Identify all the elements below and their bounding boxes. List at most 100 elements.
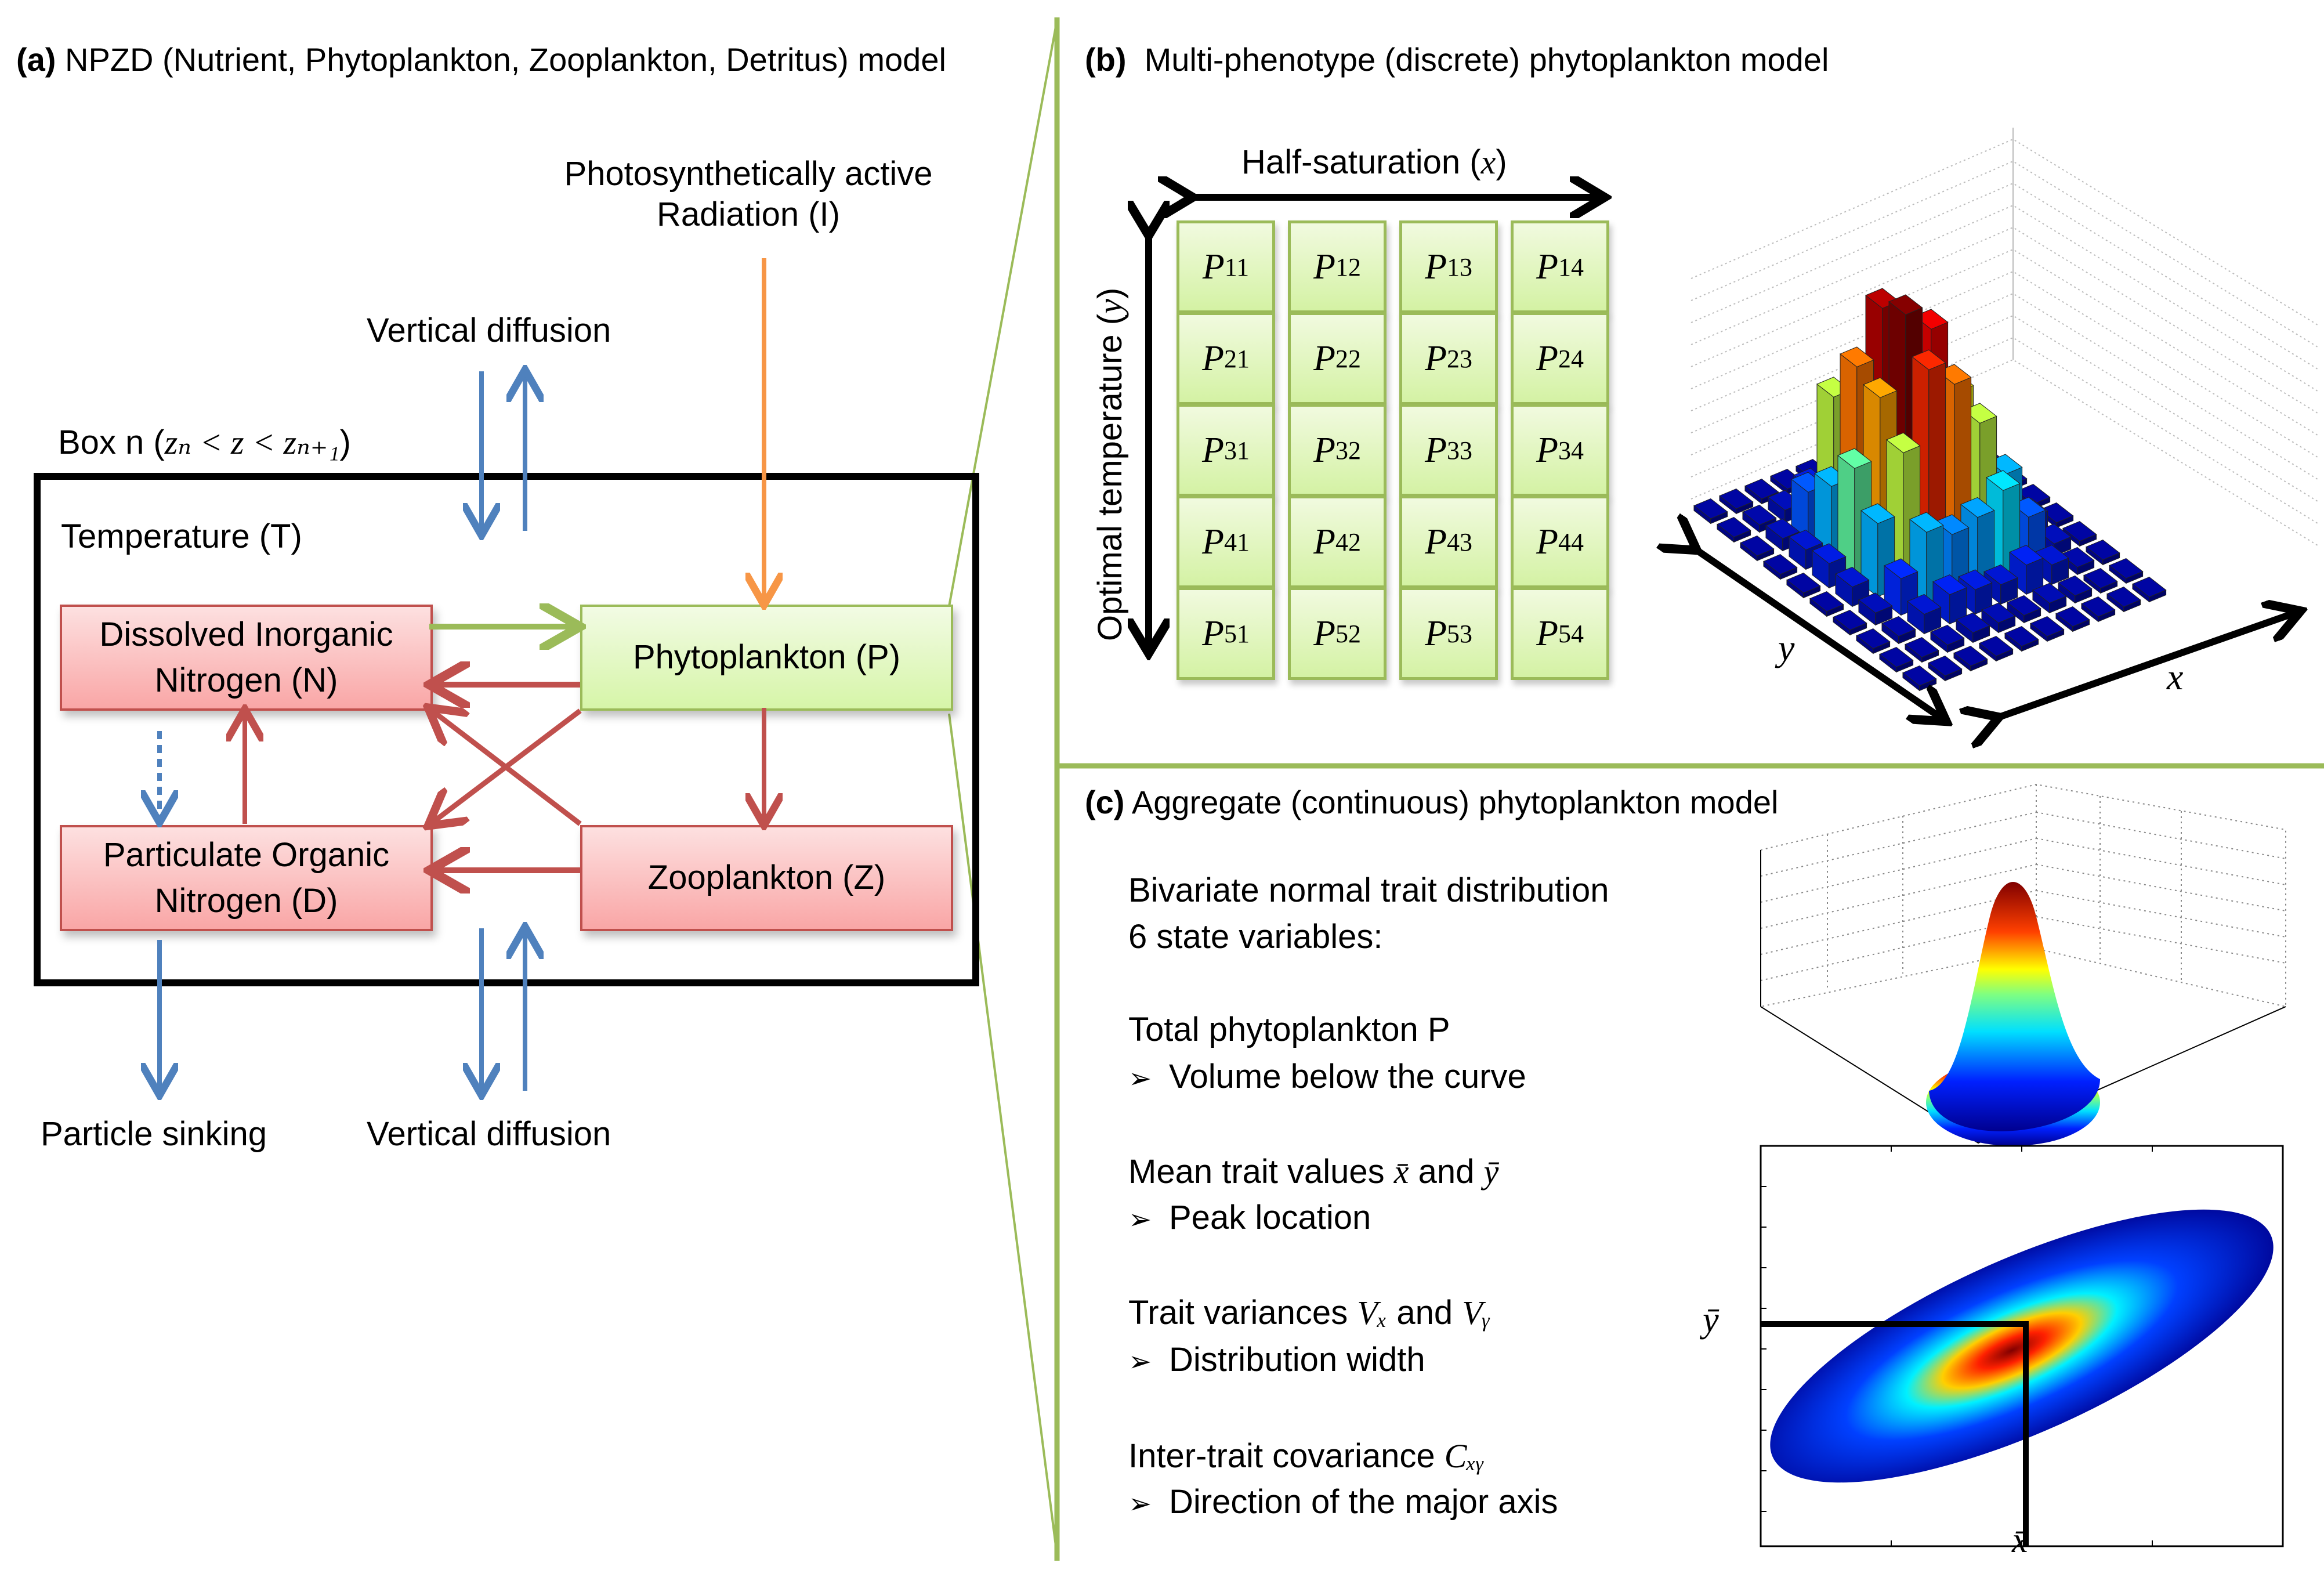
node-zooplankton-label: Zooplankton (Z) (647, 859, 886, 897)
item-mean-math1: x̄ (1393, 1153, 1409, 1191)
panel-c-label: (c) (1085, 784, 1125, 820)
cell-symbol: P (1202, 247, 1225, 287)
node-detritus-line1: Particulate Organic (103, 836, 390, 874)
item-mean-bullet: ➢Peak location (1128, 1198, 1371, 1237)
bar3d-bar (2083, 568, 2118, 594)
item-covariance-bullet: ➢Direction of the major axis (1128, 1482, 1558, 1521)
cell-symbol: P (1425, 522, 1447, 562)
node-zooplankton[interactable]: Zooplankton (Z) (580, 825, 953, 931)
item-total-heading: Total phytoplankton P (1128, 1011, 1450, 1048)
item-covariance-bullet-text: Direction of the major axis (1169, 1483, 1558, 1521)
cell-index: 33 (1446, 436, 1472, 465)
item-covariance-prefix: Inter-trait covariance (1128, 1437, 1445, 1475)
xbar-label: x̄ (2012, 1521, 2028, 1560)
item-variance-bullet-text: Distribution width (1169, 1341, 1425, 1379)
item-total-bullet: ➢Volume below the curve (1128, 1057, 1526, 1096)
bullet-arrow-icon: ➢ (1128, 1347, 1152, 1377)
cell-symbol: P (1313, 338, 1335, 378)
cell-index: 41 (1223, 527, 1250, 556)
cell-symbol: P (1202, 522, 1224, 562)
heatmap-ellipse (1770, 1209, 2274, 1483)
zoom-line-top (948, 20, 1058, 607)
item-mean-mid: and (1409, 1153, 1484, 1191)
cell-symbol: P (1202, 338, 1224, 378)
cell-symbol: P (1202, 430, 1224, 470)
cell-index: 34 (1558, 436, 1584, 465)
cell-index: 12 (1335, 252, 1361, 281)
cell-symbol: P (1536, 613, 1558, 653)
panel-a-label: (a) (16, 41, 56, 78)
cell-index: 11 (1224, 252, 1250, 281)
cell-symbol: P (1313, 522, 1335, 562)
box-label-prefix: Box n ( (58, 424, 165, 461)
item-covariance-heading: Inter-trait covariance Cₓᵧ (1128, 1436, 1484, 1477)
panel-b-title: (b) Multi-phenotype (discrete) phytoplan… (1085, 41, 1829, 78)
cell-index: 24 (1558, 344, 1584, 373)
cell-index: 32 (1335, 436, 1361, 465)
zoom-line-bottom (948, 713, 1058, 1555)
cell-symbol: P (1425, 338, 1447, 378)
item-mean-heading: Mean trait values x̄ and ȳ (1128, 1152, 1498, 1192)
half-saturation-label: Half-saturation (x) (1241, 143, 1507, 181)
box-label-suffix: ) (339, 424, 351, 461)
panel-c-title: (c) Aggregate (continuous) phytoplankton… (1085, 783, 1778, 821)
box-n-frame (34, 473, 979, 986)
cell-index: 21 (1223, 344, 1250, 373)
node-phytoplankton[interactable]: Phytoplankton (P) (580, 605, 953, 711)
item-variance-math1: Vₓ (1357, 1294, 1388, 1332)
bar3d-x-label: x (2167, 656, 2184, 697)
intro-line1: Bivariate normal trait distribution (1128, 871, 1609, 909)
ybar-label: ȳ (1703, 1300, 1719, 1340)
surface-peak (1929, 882, 2100, 1131)
box-label-math: zₙ < z < zₙ₊₁ (164, 424, 340, 461)
cell-index: 51 (1223, 619, 1250, 648)
bullet-arrow-icon: ➢ (1128, 1063, 1152, 1094)
bar3d-gridlines (1690, 128, 2318, 546)
cell-index: 43 (1446, 527, 1472, 556)
item-variance-bullet: ➢ Distribution width (1128, 1340, 1425, 1379)
cell-index: 42 (1335, 527, 1361, 556)
cell-symbol: P (1536, 247, 1558, 287)
half-saturation-var: x (1480, 143, 1496, 181)
radiation-label: Photosynthetically active Radiation (I) (545, 154, 951, 234)
cell-index: 23 (1446, 344, 1472, 373)
panel-b-label: (b) (1085, 41, 1127, 78)
node-nitrogen-line1: Dissolved Inorganic (99, 616, 393, 654)
item-mean-math2: ȳ (1483, 1153, 1499, 1191)
bar3d-y-label: y (1778, 627, 1795, 668)
temperature-label: Temperature (T) (61, 518, 302, 555)
bullet-arrow-icon: ➢ (1128, 1204, 1152, 1235)
bar3d-bar (2086, 540, 2120, 566)
cell-index: 22 (1335, 344, 1361, 373)
cell-index: 31 (1223, 436, 1250, 465)
cell-index: 44 (1558, 527, 1584, 556)
radiation-label-line1: Photosynthetically active (564, 155, 933, 193)
